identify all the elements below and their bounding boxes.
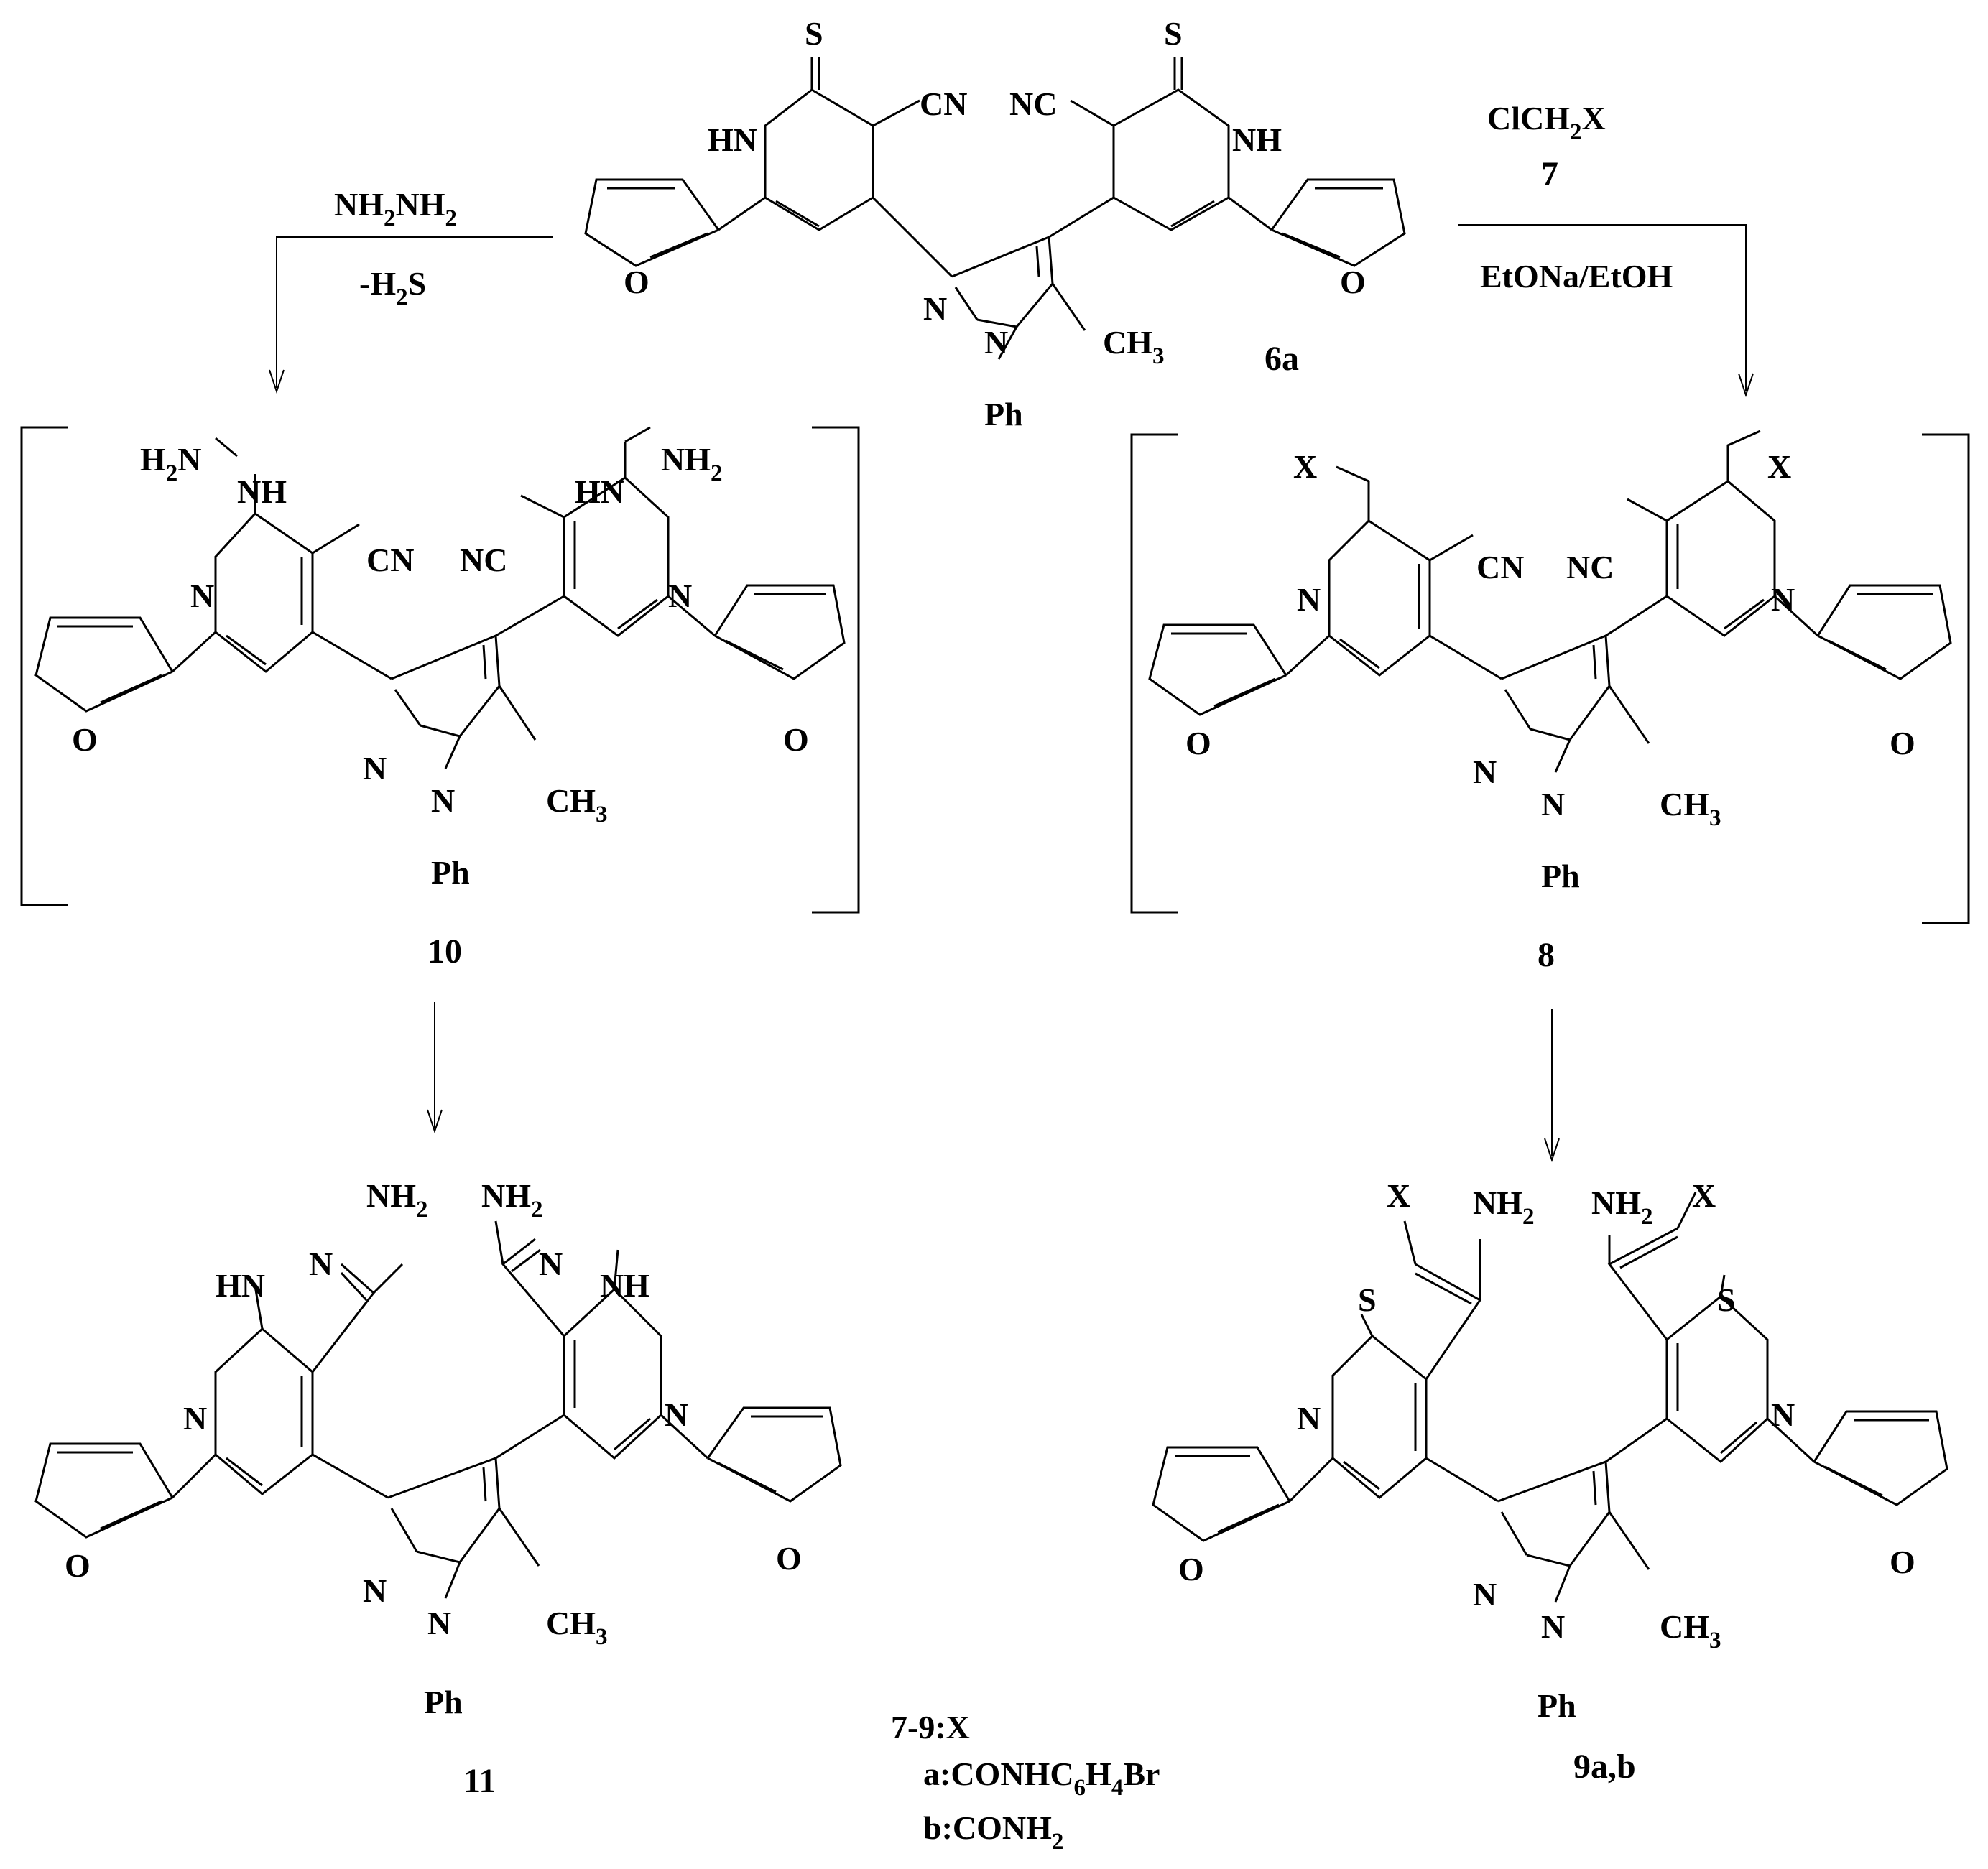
hydrazine-h2n-left: H2N bbox=[140, 441, 202, 486]
methyl-group: CH3 bbox=[546, 1605, 608, 1650]
compound-6a: S S HN NH CN NC O O N N CH3 Ph 6a bbox=[584, 15, 1406, 432]
pyrazole-n1: N bbox=[427, 1605, 451, 1641]
compound-label-8: 8 bbox=[1538, 936, 1555, 974]
compound-label-9ab: 9a,b bbox=[1573, 1748, 1636, 1786]
pyridine-n-right: N bbox=[1771, 1396, 1795, 1433]
furan-oxygen-left: O bbox=[1178, 1551, 1204, 1587]
amino-right: NH2 bbox=[481, 1177, 543, 1223]
pyrazole-n1: N bbox=[1541, 1608, 1565, 1645]
furan-oxygen-left: O bbox=[624, 264, 649, 300]
fused-pyrazole-nh-right: NH bbox=[600, 1267, 649, 1304]
nitrile-left: CN bbox=[366, 542, 414, 578]
substituent-legend: 7-9:X a:CONHC6H4Br b:CONH2 bbox=[891, 1709, 1160, 1855]
reagent-number-7: 7 bbox=[1541, 155, 1558, 193]
furan-oxygen-right: O bbox=[1890, 1544, 1915, 1580]
thiophene-sulfur-left: S bbox=[1358, 1281, 1377, 1318]
pyrazole-n2: N bbox=[363, 750, 387, 787]
thione-sulfur-right: S bbox=[1164, 15, 1183, 52]
compound-label-11: 11 bbox=[463, 1762, 496, 1800]
compound-11: NH2 NH2 HN N N NH N N O O N N CH3 Ph 11 bbox=[34, 1177, 842, 1800]
reagent-base: EtONa/EtOH bbox=[1480, 258, 1673, 295]
pyrazole-n2: N bbox=[1473, 753, 1497, 790]
thione-sulfur-left: S bbox=[805, 15, 823, 52]
methyl-group: CH3 bbox=[1660, 1608, 1721, 1654]
legend-title: 7-9:X bbox=[891, 1709, 970, 1745]
pyridine-n-left: N bbox=[190, 578, 214, 614]
nh-left: HN bbox=[708, 121, 757, 158]
furan-oxygen-left: O bbox=[1185, 725, 1211, 761]
amino-right: NH2 bbox=[1591, 1184, 1653, 1230]
cyclization-arrow-right bbox=[1544, 1009, 1560, 1163]
pyridine-n-left: N bbox=[1297, 581, 1321, 618]
nitrile-left: CN bbox=[920, 85, 967, 122]
compound-10: H2N NH HN NH2 CN NC N N O O N N CH3 Ph 1… bbox=[20, 426, 860, 970]
cyclization-arrow-left bbox=[427, 1002, 443, 1134]
furan-oxygen-left: O bbox=[72, 721, 98, 758]
pyridine-n-left: N bbox=[183, 1400, 207, 1437]
nitrile-right: NC bbox=[1566, 549, 1614, 585]
methyl-group: CH3 bbox=[1660, 786, 1721, 831]
reagent-hydrazine: NH2NH2 bbox=[334, 186, 457, 231]
phenyl-group: Ph bbox=[1541, 858, 1580, 894]
phenyl-group: Ph bbox=[431, 854, 470, 891]
thiophene-sulfur-right: S bbox=[1717, 1281, 1736, 1318]
byproduct-h2s: -H2S bbox=[359, 265, 426, 310]
furan-oxygen-right: O bbox=[776, 1540, 802, 1577]
pyrazole-n2: N bbox=[1473, 1576, 1497, 1613]
furan-oxygen-right: O bbox=[1340, 264, 1366, 300]
methyl-group: CH3 bbox=[546, 782, 608, 827]
pyridine-n-right: N bbox=[1771, 581, 1795, 618]
pyrazole-n2: N bbox=[363, 1572, 387, 1609]
fused-pyrazole-n-left: N bbox=[309, 1246, 333, 1282]
nh-right: NH bbox=[1232, 121, 1282, 158]
reagent-chloromethyl: ClCH2X bbox=[1487, 100, 1606, 145]
compound-label-6a: 6a bbox=[1265, 340, 1299, 378]
phenyl-group: Ph bbox=[1538, 1687, 1576, 1724]
nitrile-right: NC bbox=[460, 542, 507, 578]
pyrazole-n1: N bbox=[984, 324, 1008, 361]
substituent-x-left: X bbox=[1387, 1177, 1410, 1214]
phenyl-group: Ph bbox=[984, 396, 1023, 432]
phenyl-group: Ph bbox=[424, 1684, 463, 1720]
hydrazine-nh-right: HN bbox=[575, 473, 624, 510]
substituent-x-left: X bbox=[1293, 448, 1317, 485]
fused-pyrazole-hn-left: HN bbox=[216, 1267, 265, 1304]
compound-8: X X CN NC N N O O N N CH3 Ph 8 bbox=[1130, 430, 1970, 974]
substituent-x-right: X bbox=[1692, 1177, 1716, 1214]
fused-pyrazole-n-right: N bbox=[539, 1246, 563, 1282]
pyridine-n-right: N bbox=[665, 1396, 688, 1433]
hydrazine-arrow: NH2NH2 -H2S bbox=[269, 186, 553, 394]
hydrazine-nh-left: NH bbox=[237, 473, 287, 510]
pyridine-n-right: N bbox=[668, 578, 692, 614]
pyrazole-n1: N bbox=[1541, 786, 1565, 822]
legend-entry-b: b:CONH2 bbox=[923, 1809, 1063, 1855]
substituent-x-right: X bbox=[1767, 448, 1791, 485]
pyrazole-n1: N bbox=[431, 782, 455, 819]
pyridine-n-left: N bbox=[1297, 1400, 1321, 1437]
furan-oxygen-left: O bbox=[65, 1547, 91, 1584]
compound-9ab: X X NH2 NH2 S S N N O O N N CH3 Ph 9a,b bbox=[1152, 1177, 1948, 1786]
nitrile-right: NC bbox=[1009, 85, 1057, 122]
amino-left: NH2 bbox=[366, 1177, 428, 1223]
compound-label-10: 10 bbox=[427, 932, 462, 970]
furan-oxygen-right: O bbox=[1890, 725, 1915, 761]
amino-left: NH2 bbox=[1473, 1184, 1535, 1230]
nitrile-left: CN bbox=[1476, 549, 1524, 585]
pyrazole-n2: N bbox=[923, 290, 947, 327]
hydrazine-nh2-right: NH2 bbox=[661, 441, 723, 486]
furan-oxygen-right: O bbox=[783, 721, 809, 758]
alkylation-arrow: ClCH2X 7 EtONa/EtOH bbox=[1458, 100, 1754, 398]
methyl-group: CH3 bbox=[1103, 324, 1165, 369]
legend-entry-a: a:CONHC6H4Br bbox=[923, 1756, 1160, 1801]
